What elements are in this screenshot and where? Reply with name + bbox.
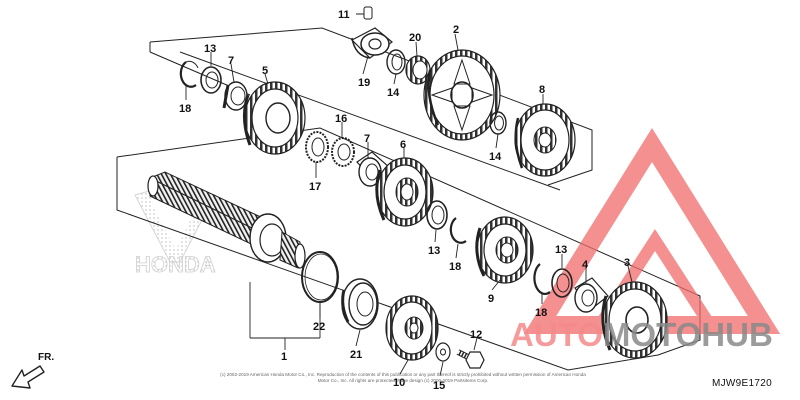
callout-11: 11	[338, 9, 350, 21]
callout-20: 20	[409, 32, 421, 44]
automotohub-text-watermark: AUTOMOTOHUB	[510, 316, 773, 354]
callout-18-upper: 18	[179, 103, 191, 115]
part-4-bushing	[574, 277, 609, 313]
callout-14-mid: 14	[489, 151, 502, 163]
part-20-needle-bearing	[405, 55, 431, 85]
part-3-gear	[601, 281, 668, 359]
leader-lines	[185, 33, 633, 377]
part-19-collar	[350, 27, 393, 59]
honda-logo-text: HONDA	[135, 252, 216, 277]
part-18-circlip-upper	[179, 60, 199, 88]
callout-labels: 1 2 3 4 5 6 7 7 8 9 10 11 12 13 13 13 14…	[179, 9, 630, 392]
callout-15: 15	[433, 380, 445, 392]
part-22-oring	[301, 251, 339, 303]
callout-1: 1	[281, 351, 287, 363]
part-12-bolt	[456, 349, 485, 369]
part-18-circlip-mid	[449, 217, 467, 244]
callout-14-upper: 14	[387, 87, 400, 99]
watermark-part-moto: MOTO	[602, 316, 702, 353]
part-6-gear	[375, 157, 434, 227]
part-9-gear	[475, 216, 534, 284]
watermark-part-hub: HUB	[701, 316, 773, 353]
callout-4: 4	[582, 259, 589, 271]
part-10-sprocket	[385, 295, 439, 361]
part-15-washer	[435, 342, 451, 362]
callout-7-upper: 7	[228, 55, 234, 67]
part-5-gear	[243, 81, 306, 155]
callout-18-mid: 18	[449, 261, 461, 273]
part-16-splined-washer	[331, 137, 355, 167]
callout-13-mid: 13	[428, 245, 440, 257]
callout-17: 17	[309, 181, 321, 193]
callout-3: 3	[624, 257, 630, 269]
callout-5: 5	[262, 65, 268, 77]
callout-10: 10	[393, 377, 405, 389]
part-7-bushing-upper	[222, 81, 248, 111]
front-direction-label: FR.	[38, 352, 55, 363]
callout-21: 21	[350, 349, 362, 361]
part-1-countershaft	[147, 171, 306, 269]
part-8-gear	[514, 103, 576, 177]
part-13-washer-upper	[200, 66, 222, 94]
part-14-washer-upper	[386, 49, 406, 75]
front-arrow-icon	[11, 365, 45, 389]
callout-18-lower: 18	[535, 307, 547, 319]
copyright-notice: (c) 2002-2019 American Honda Motor Co., …	[220, 372, 586, 383]
diagram-code: MJW9E1720	[712, 378, 772, 389]
callout-2: 2	[453, 24, 459, 36]
callout-16: 16	[335, 113, 347, 125]
part-21-oil-seal	[341, 278, 379, 330]
callout-19: 19	[358, 77, 370, 89]
part-2-gear	[423, 49, 501, 141]
callout-9: 9	[488, 293, 494, 305]
watermark-part-auto: AUTO	[510, 316, 603, 353]
callout-13-lower: 13	[555, 244, 567, 256]
part-11-pin	[356, 6, 373, 20]
callout-7-mid: 7	[364, 133, 370, 145]
part-13-washer-mid	[426, 200, 448, 230]
part-17-splined-washer	[305, 131, 329, 163]
callout-6: 6	[400, 139, 406, 151]
callout-8: 8	[539, 84, 545, 96]
part-13-washer-lower	[551, 268, 573, 298]
part-18-circlip-lower	[533, 263, 551, 295]
callout-13-upper: 13	[204, 43, 216, 55]
assembly-frames	[116, 27, 701, 371]
callout-22: 22	[313, 321, 325, 333]
callout-12: 12	[470, 329, 482, 341]
